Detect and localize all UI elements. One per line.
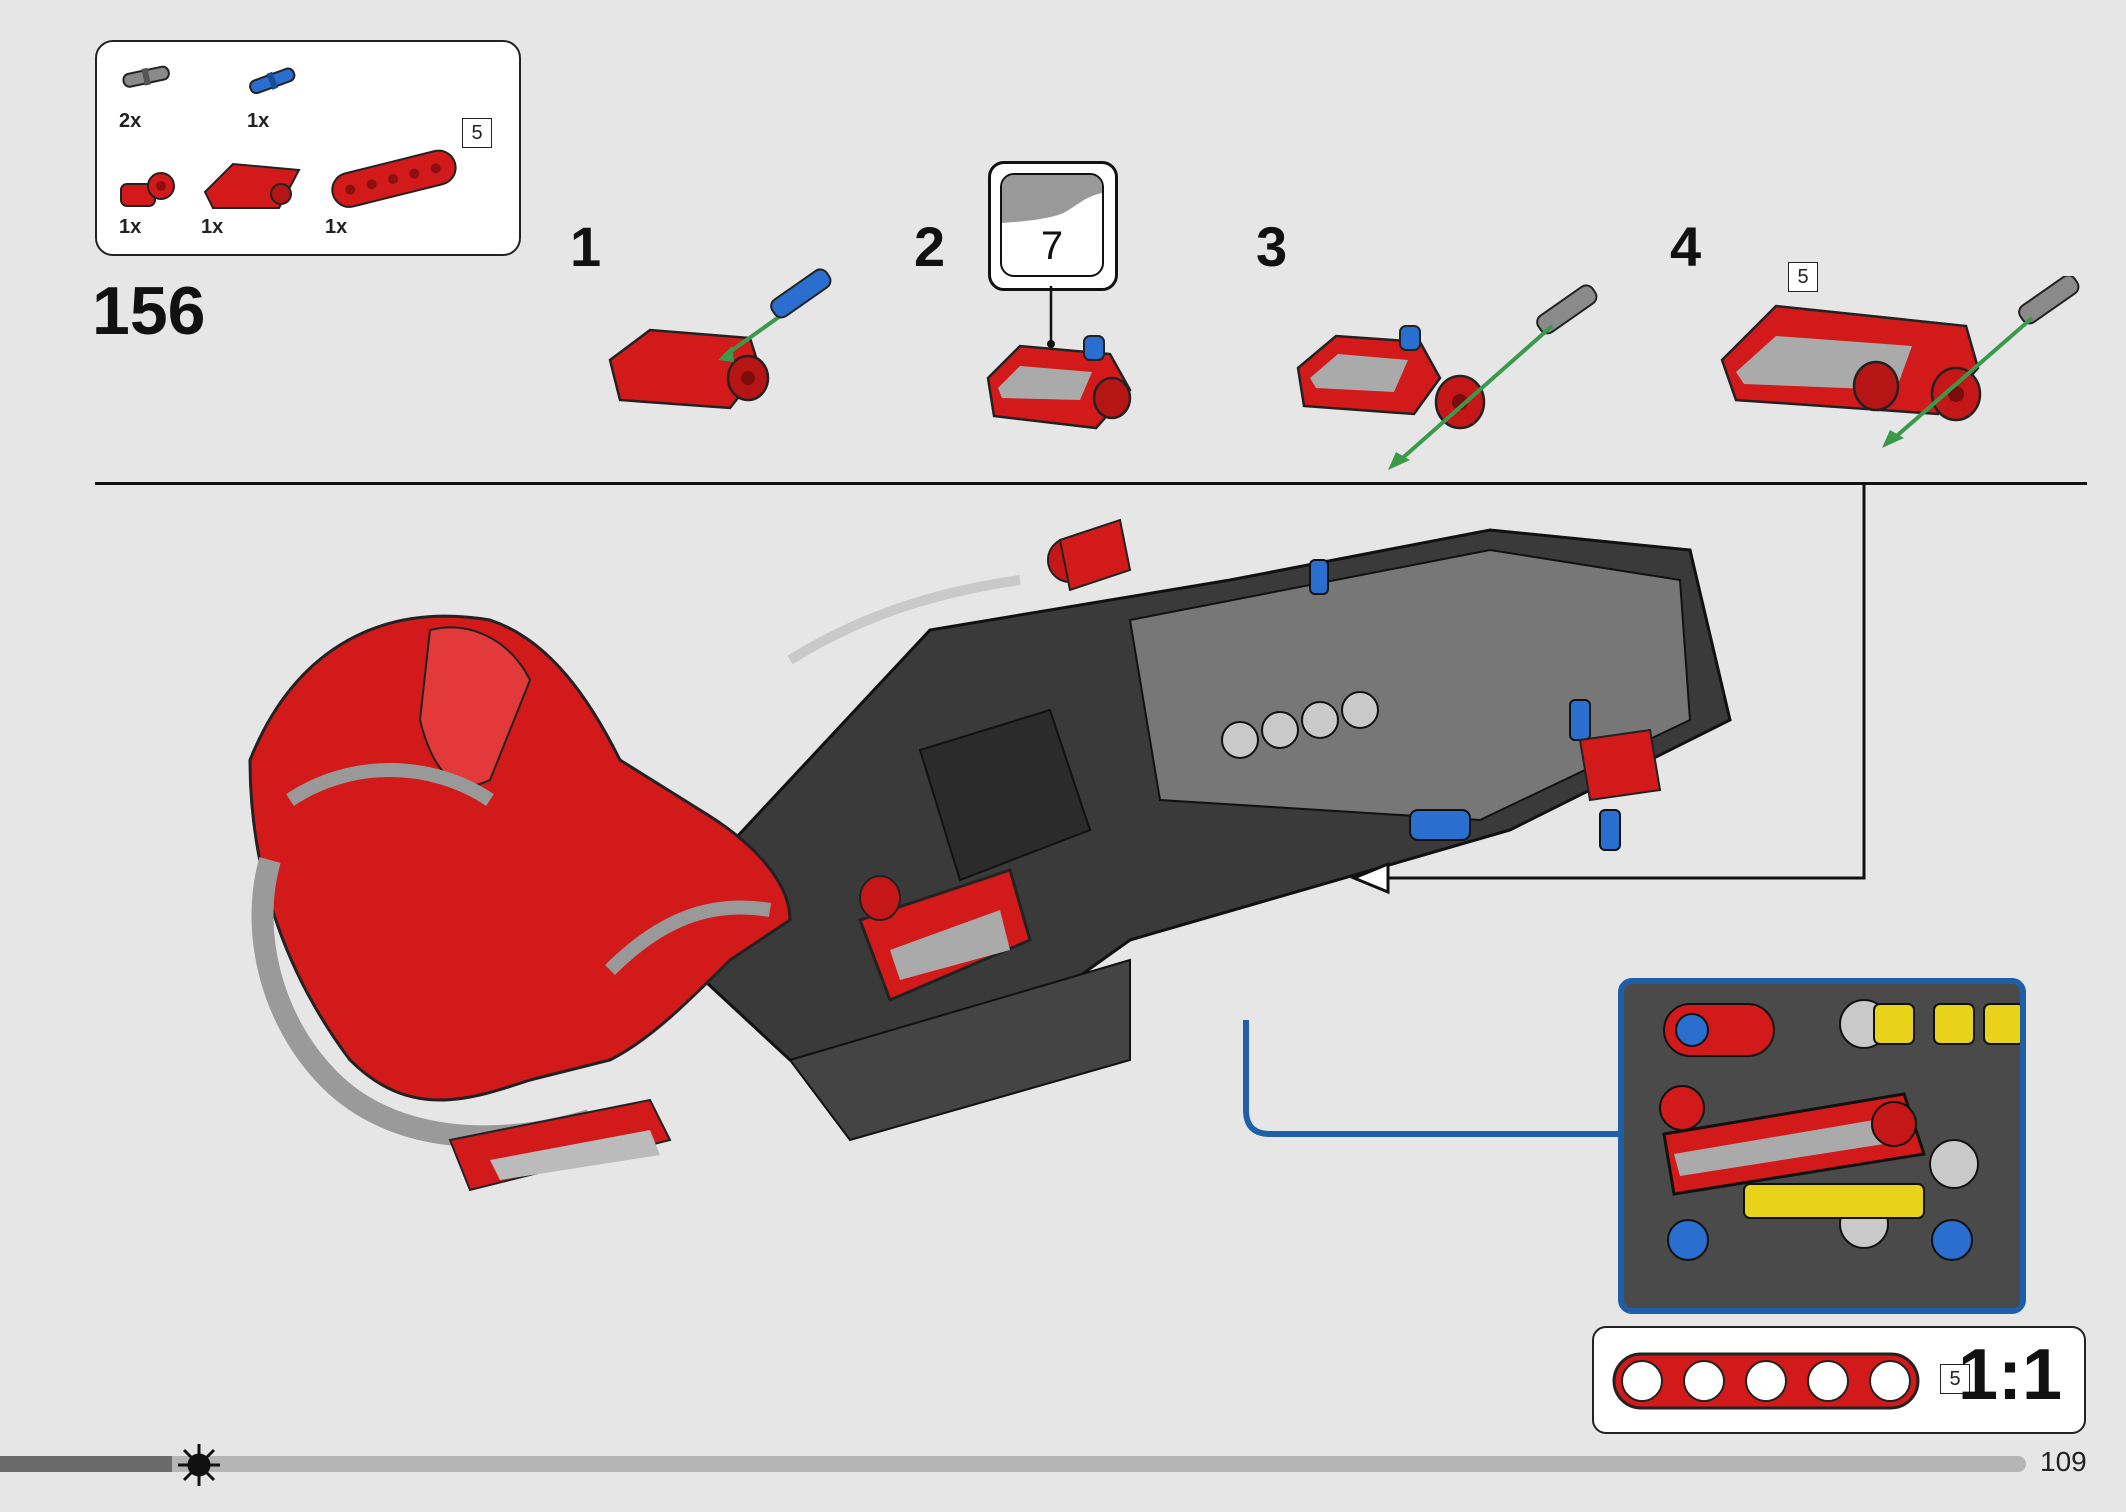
- sub-step-1-illustration: [608, 268, 832, 410]
- red-beam-5-icon: [331, 149, 457, 208]
- sub-step-4-illustration: [1720, 276, 2080, 448]
- red-angle-connector-icon: [120, 172, 175, 207]
- detail-inset: [1618, 978, 2026, 1314]
- part-qty: 2x: [119, 110, 142, 132]
- sub-step-number: 3: [1256, 215, 1288, 278]
- progress-track: [0, 1456, 2026, 1472]
- sub-step-3-illustration: [1296, 284, 1598, 470]
- scale-callout: 5 1:1: [1592, 1326, 2086, 1434]
- sticker-icon: 7: [1000, 173, 1104, 277]
- beam-length-indicator: 5: [1788, 262, 1818, 292]
- part-qty: 1x: [325, 216, 348, 238]
- part-qty: 1x: [201, 216, 224, 238]
- beam-5-scale-icon: [1612, 1352, 1920, 1410]
- progress-marker-icon: [178, 1444, 220, 1486]
- inset-connector: [1243, 1020, 1630, 1137]
- sub-step-2-illustration: [986, 335, 1132, 430]
- part-qty: 1x: [247, 110, 270, 132]
- page-number: 109: [2040, 1446, 2087, 1477]
- parts-list: 2x 1x 5 1x 1x 1x: [95, 40, 521, 256]
- progress-fill: [0, 1456, 172, 1472]
- gray-axle-pin-icon: [122, 65, 170, 88]
- red-panel-icon: [203, 162, 301, 209]
- beam-length-indicator: 5: [462, 118, 492, 148]
- scale-label: 1:1: [1957, 1335, 2062, 1415]
- sticker-pointer: [1047, 286, 1055, 348]
- beam-length-indicator: 5: [1940, 1364, 1970, 1394]
- main-model-illustration: [248, 518, 1732, 1192]
- detail-inset-illustration: [1624, 984, 2020, 1308]
- step-number: 156: [92, 273, 206, 349]
- blue-axle-pin-icon: [249, 67, 296, 94]
- sub-step-number: 2: [914, 215, 946, 278]
- part-qty: 1x: [119, 216, 142, 238]
- sub-step-number: 4: [1670, 215, 1702, 278]
- sticker-callout: 7: [988, 161, 1118, 291]
- sticker-number: 7: [1040, 224, 1064, 268]
- step-divider: [95, 482, 2087, 485]
- assembly-arrow: [1350, 482, 1866, 895]
- sub-step-number: 1: [570, 215, 602, 278]
